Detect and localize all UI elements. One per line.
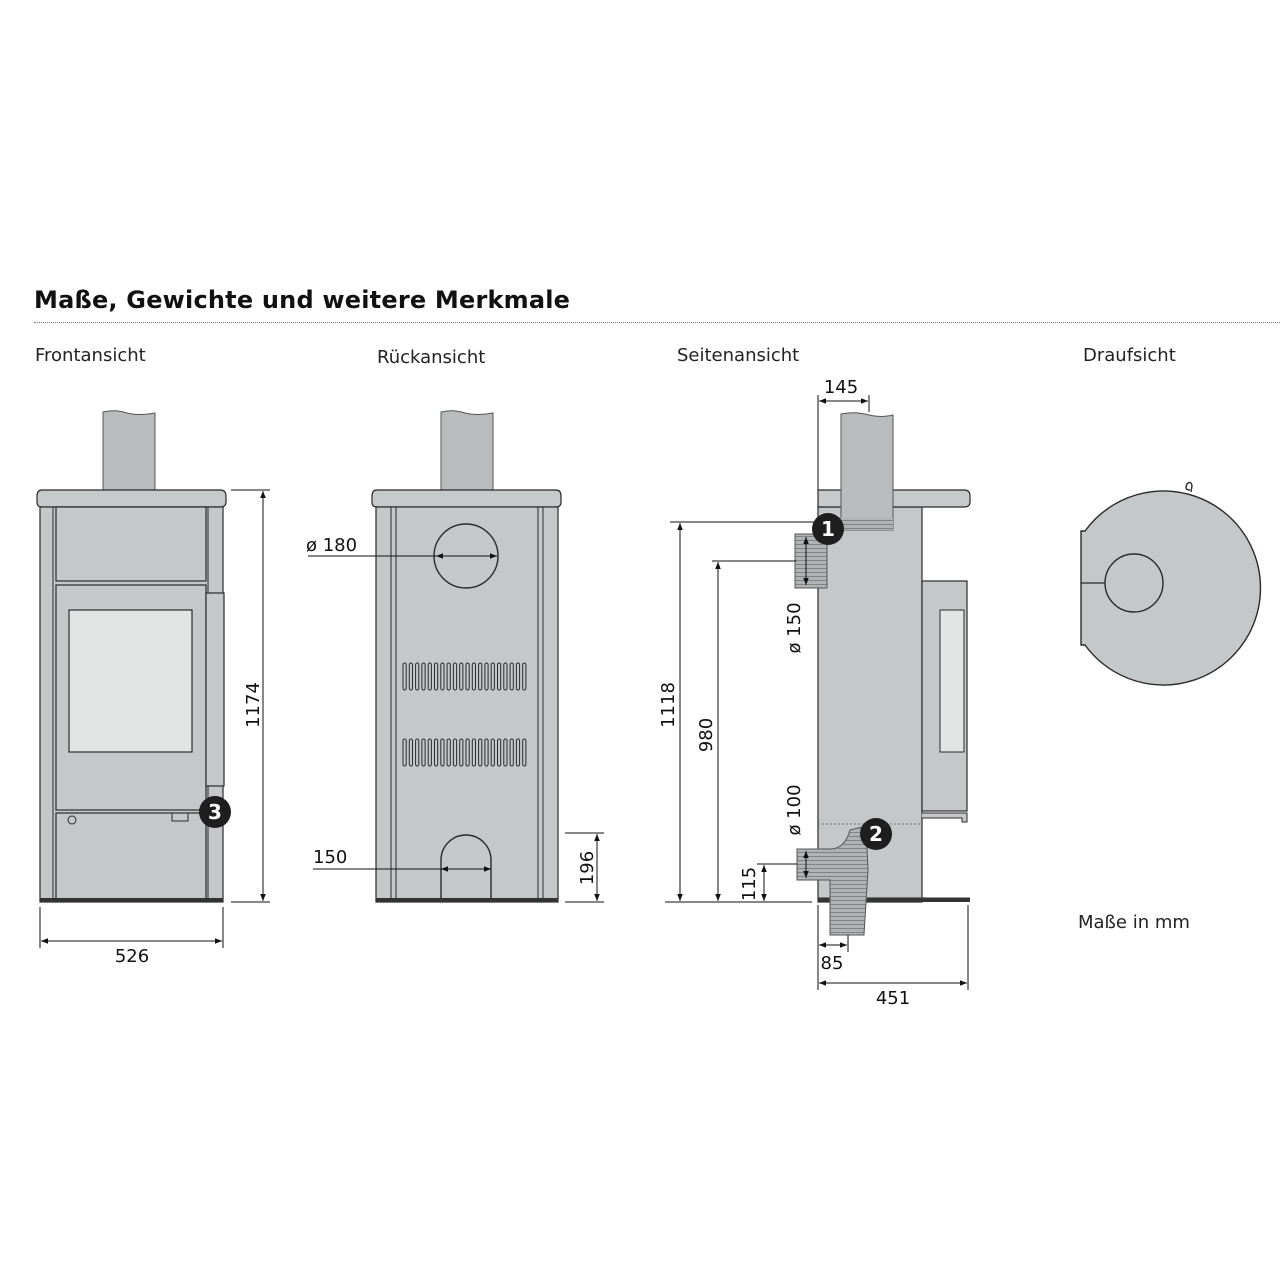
dim-side-air-height: 115 [739,867,760,901]
marker-2-label: 2 [869,822,883,846]
vent-slot [440,662,445,691]
vent-slot [452,738,458,767]
back-view-title: Rückansicht [377,347,486,368]
side-view-title: Seitenansicht [677,345,800,366]
top-view-title: Draufsicht [1083,345,1176,366]
dim-side-depth: 451 [876,988,910,1009]
front-ash-drawer [55,812,207,900]
top-view-flue [1104,553,1164,613]
vent-slot [515,662,521,691]
vent-slot [440,738,445,767]
dim-side-flue-offset: 145 [824,377,858,398]
back-top-plate [371,489,562,508]
side-view: 145 1118 980 ø 150 ø 100 115 85 451 1 [658,377,971,1009]
front-glass [68,609,193,753]
dim-back-air-inlet: 150 [313,847,347,868]
vent-slot [459,738,464,767]
top-view-handle [1185,481,1193,493]
dim-front-height: 1174 [243,682,264,728]
top-view-body [1080,490,1262,686]
back-vent-row-lower [402,738,527,767]
dim-side-air-diameter: ø 100 [784,784,805,835]
vent-slot [503,662,508,691]
marker-3-label: 3 [208,800,222,824]
front-top-plate [36,489,227,508]
vent-slot [471,738,476,767]
dim-side-flue-height: 1118 [658,682,679,728]
vent-slot [465,738,470,767]
vent-slot [478,662,483,691]
dim-front-width: 526 [115,946,149,967]
vent-slot [402,662,407,691]
dim-side-air-offset: 85 [821,953,844,974]
vent-slot [421,662,426,691]
marker-3 [199,796,231,828]
vent-slot [509,662,514,691]
side-air-elbow [796,825,869,936]
vent-slot [490,738,495,767]
dotted-divider [34,322,1280,323]
vent-slot [427,738,432,767]
vent-slot [415,738,420,767]
vent-slot [484,662,489,691]
side-top-flue [840,412,894,531]
vent-slot [490,662,495,691]
vent-slot [446,738,451,767]
vent-slot [478,738,483,767]
vent-slot [434,738,439,767]
vent-slot [408,662,413,691]
vent-slot [427,662,432,691]
vent-slot [452,662,458,691]
dim-back-air-offset: 196 [577,851,598,885]
vent-slot [408,738,413,767]
vent-slot [522,738,527,767]
marker-2 [860,818,892,850]
vent-slot [402,738,407,767]
front-flue-pipe [102,410,156,493]
dim-back-flue-diameter: ø 180 [306,535,357,556]
vent-slot [471,662,476,691]
marker-1-label: 1 [821,517,835,541]
vent-slot [497,738,502,767]
back-vent-row-upper [402,662,527,691]
front-view-title: Frontansicht [35,345,146,366]
vent-slot [509,738,514,767]
vent-slot [446,662,451,691]
vent-slot [484,738,489,767]
front-door-handle [205,592,225,787]
vent-slot [465,662,470,691]
front-view: 526 1174 3 [36,410,270,967]
page-title: Maße, Gewichte und weitere Merkmale [34,286,571,314]
back-view: ø 180 150 196 [306,410,604,903]
dim-side-rear-flue-height: 980 [696,718,717,752]
back-flue-pipe [440,410,494,493]
vent-slot [515,738,521,767]
vent-slot [497,662,502,691]
vent-slot [503,738,508,767]
vent-slot [459,662,464,691]
vent-slot [434,662,439,691]
units-note: Maße in mm [1078,912,1190,933]
vent-slot [421,738,426,767]
marker-1 [812,513,844,545]
vent-slot [522,662,527,691]
top-view [1080,481,1262,686]
front-upper-panel [55,506,207,582]
vent-slot [415,662,420,691]
dim-side-rear-flue-diameter: ø 150 [784,602,805,653]
